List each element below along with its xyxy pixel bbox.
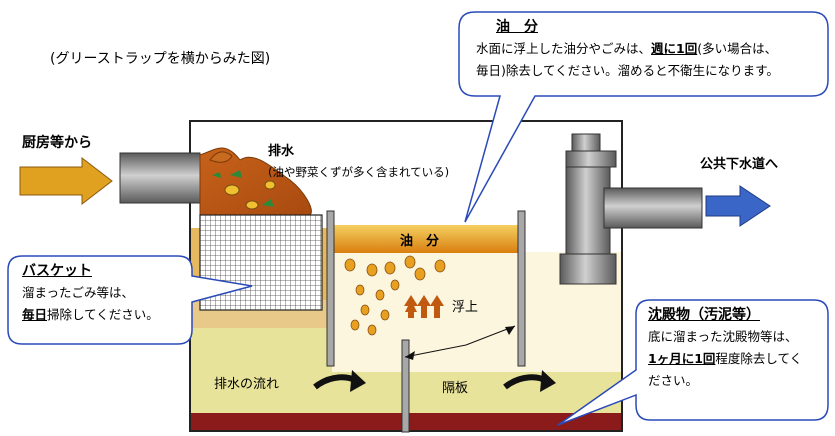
- oil-layer-label: 油 分: [400, 234, 440, 249]
- callout-sediment-line1: 底に溜まった沈殿物等は、: [648, 329, 798, 344]
- callout-oil-line1c: (多い場合は、: [697, 41, 778, 56]
- callout-sediment: 沈殿物（汚泥等） 底に溜まった沈殿物等は、 1ヶ月に1回程度除去してく ださい。: [648, 304, 802, 392]
- callout-basket-title: バスケット: [22, 263, 92, 279]
- callout-sediment-title: 沈殿物（汚泥等）: [648, 307, 760, 323]
- callout-oil-line1a: 水面に浮上した油分やごみは、: [476, 41, 652, 56]
- partition-right: [517, 210, 526, 367]
- oil-droplets: [344, 255, 446, 336]
- outlet-pipe-vertical: [565, 166, 611, 258]
- partition-left: [326, 210, 335, 367]
- outlet-arrow: [705, 185, 771, 227]
- callout-basket-line1: 溜まったごみ等は、: [22, 285, 135, 300]
- callout-basket-bubble: [7, 255, 253, 345]
- inlet-arrow: [19, 156, 113, 206]
- callout-basket-frequency: 毎日: [22, 307, 48, 322]
- callout-oil: 油 分 水面に浮上した油分やごみは、週に1回(多い場合は、 毎日)除去してくださ…: [476, 16, 779, 82]
- wastewater-blob: [199, 147, 312, 216]
- inlet-pipe: [119, 152, 201, 204]
- float-label: 浮上: [452, 300, 479, 315]
- callout-sediment-frequency: 1ヶ月に1回: [648, 351, 716, 366]
- outlet-pipe-horizontal: [603, 187, 703, 229]
- callout-sediment-bubble: [557, 299, 829, 426]
- oil-layer: [332, 225, 522, 253]
- callout-basket: バスケット 溜まったごみ等は、 毎日掃除してください。: [22, 260, 159, 326]
- callout-sediment-line2b: 程度除去してく: [715, 351, 803, 366]
- callout-sediment-line3: ださい。: [648, 373, 699, 388]
- callout-oil-bubble: [458, 11, 829, 223]
- outlet-label: 公共下水道へ: [700, 157, 779, 172]
- partition-label: 隔板: [442, 381, 469, 396]
- callout-basket-line2b: 掃除してください。: [47, 307, 159, 322]
- callout-oil-line2: 毎日)除去してください。溜めると不衛生になります。: [476, 63, 779, 78]
- float-arrows: [404, 295, 444, 318]
- flow-label: 排水の流れ: [214, 377, 280, 392]
- partition-middle: [401, 339, 410, 433]
- diagram-title: (グリーストラップを横からみた図): [50, 51, 271, 67]
- callout-oil-frequency: 週に1回: [651, 41, 698, 56]
- wastewater-label: 排水: [268, 144, 295, 159]
- callout-oil-title: 油 分: [496, 19, 538, 35]
- wastewater-note: (油や野菜くずが多く含まれている): [268, 165, 450, 179]
- inlet-label: 厨房等から: [22, 135, 92, 151]
